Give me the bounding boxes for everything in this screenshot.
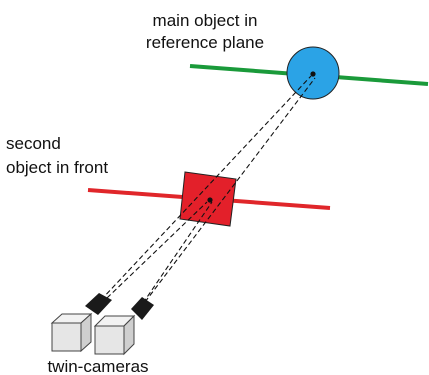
second-object-label-line-2: object in front: [6, 158, 108, 177]
second-object-center-dot: [207, 197, 213, 203]
cameras-label: twin-cameras: [47, 357, 148, 375]
sight-line-left-to-main: [100, 75, 312, 301]
main-object-label-line-1: main object in: [153, 11, 258, 30]
camera-icon: [93, 297, 154, 356]
camera-icon: [50, 293, 112, 353]
sight-line-right-to-second: [142, 201, 213, 304]
twin-cameras-icon: [50, 293, 154, 356]
main-object-label-line-2: reference plane: [146, 33, 264, 52]
sight-line-right-to-main: [144, 77, 316, 303]
main-object-center-dot: [310, 71, 316, 77]
sight-lines: [100, 75, 316, 304]
second-object-label-line-1: second: [6, 134, 61, 153]
sight-line-left-to-second: [106, 201, 208, 299]
